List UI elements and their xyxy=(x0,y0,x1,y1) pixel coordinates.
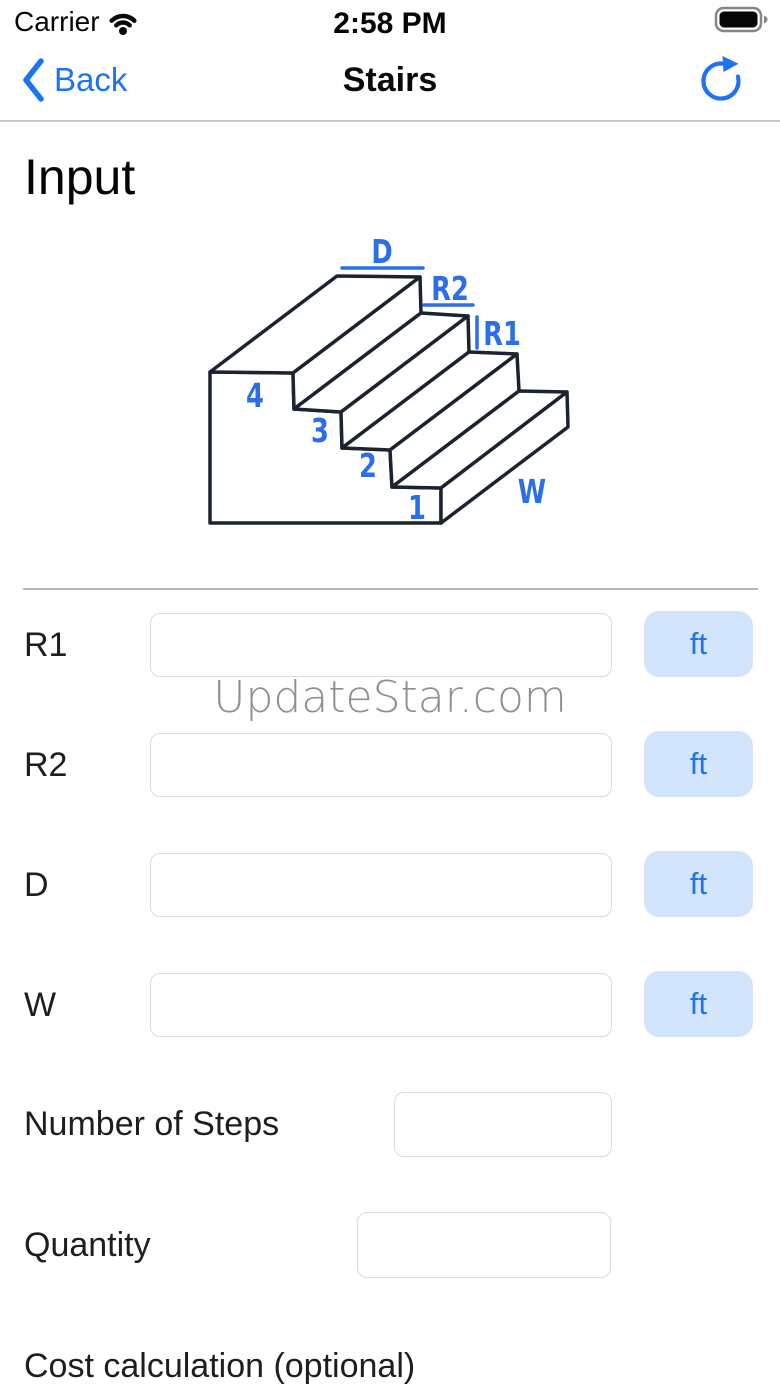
form-row-quantity: Quantity xyxy=(0,1212,780,1278)
row-label-r2: R2 xyxy=(24,746,68,784)
form-row-number-of-steps: Number of Steps xyxy=(0,1092,780,1157)
diagram-step-number-2: 2 xyxy=(359,447,377,485)
form-row-d: D ft xyxy=(0,851,780,917)
wifi-icon xyxy=(109,13,137,35)
form-row-w: W ft xyxy=(0,971,780,1037)
row-label-d: D xyxy=(24,866,49,904)
form-row-r1: R1 ft xyxy=(0,611,780,677)
diagram-step-number-1: 1 xyxy=(408,489,426,527)
w-unit-button[interactable]: ft xyxy=(644,971,753,1037)
number-of-steps-input[interactable] xyxy=(394,1092,612,1157)
r2-input[interactable] xyxy=(150,733,612,797)
row-label-w: W xyxy=(24,986,57,1024)
section-heading: Input xyxy=(24,149,136,205)
battery-icon xyxy=(714,6,768,33)
diagram-label-r1: R1 xyxy=(483,315,521,353)
nav-divider xyxy=(0,120,780,122)
watermark-text: UpdateStar.com xyxy=(213,672,567,723)
refresh-icon[interactable] xyxy=(698,54,744,104)
chevron-left-icon xyxy=(23,58,44,102)
status-time: 2:58 PM xyxy=(333,7,447,40)
back-button[interactable]: Back xyxy=(22,57,127,103)
w-input[interactable] xyxy=(150,973,612,1037)
section-divider xyxy=(23,588,758,590)
diagram-label-r2: R2 xyxy=(431,270,469,308)
stairs-riser-1 xyxy=(439,390,570,525)
row-label-r1: R1 xyxy=(24,626,68,664)
quantity-input[interactable] xyxy=(357,1212,611,1278)
number-of-steps-label: Number of Steps xyxy=(24,1105,280,1143)
r1-input[interactable] xyxy=(150,613,612,677)
quantity-label: Quantity xyxy=(24,1226,151,1264)
back-button-label: Back xyxy=(54,61,128,98)
cost-calculation-section-label: Cost calculation (optional) xyxy=(24,1347,416,1385)
carrier-label: Carrier xyxy=(14,6,100,37)
form-row-r2: R2 ft xyxy=(0,731,780,797)
page-title: Stairs xyxy=(342,61,438,99)
diagram-step-number-3: 3 xyxy=(311,412,329,450)
diagram-step-number-4: 4 xyxy=(246,377,264,415)
r1-unit-button[interactable]: ft xyxy=(644,611,753,677)
r2-unit-button[interactable]: ft xyxy=(644,731,753,797)
diagram-label-d: D xyxy=(371,233,392,271)
diagram-label-w: W xyxy=(518,473,546,511)
d-unit-button[interactable]: ft xyxy=(644,851,753,917)
d-input[interactable] xyxy=(150,853,612,917)
stairs-diagram: D R2 R1 W 4 3 2 1 xyxy=(208,233,570,527)
